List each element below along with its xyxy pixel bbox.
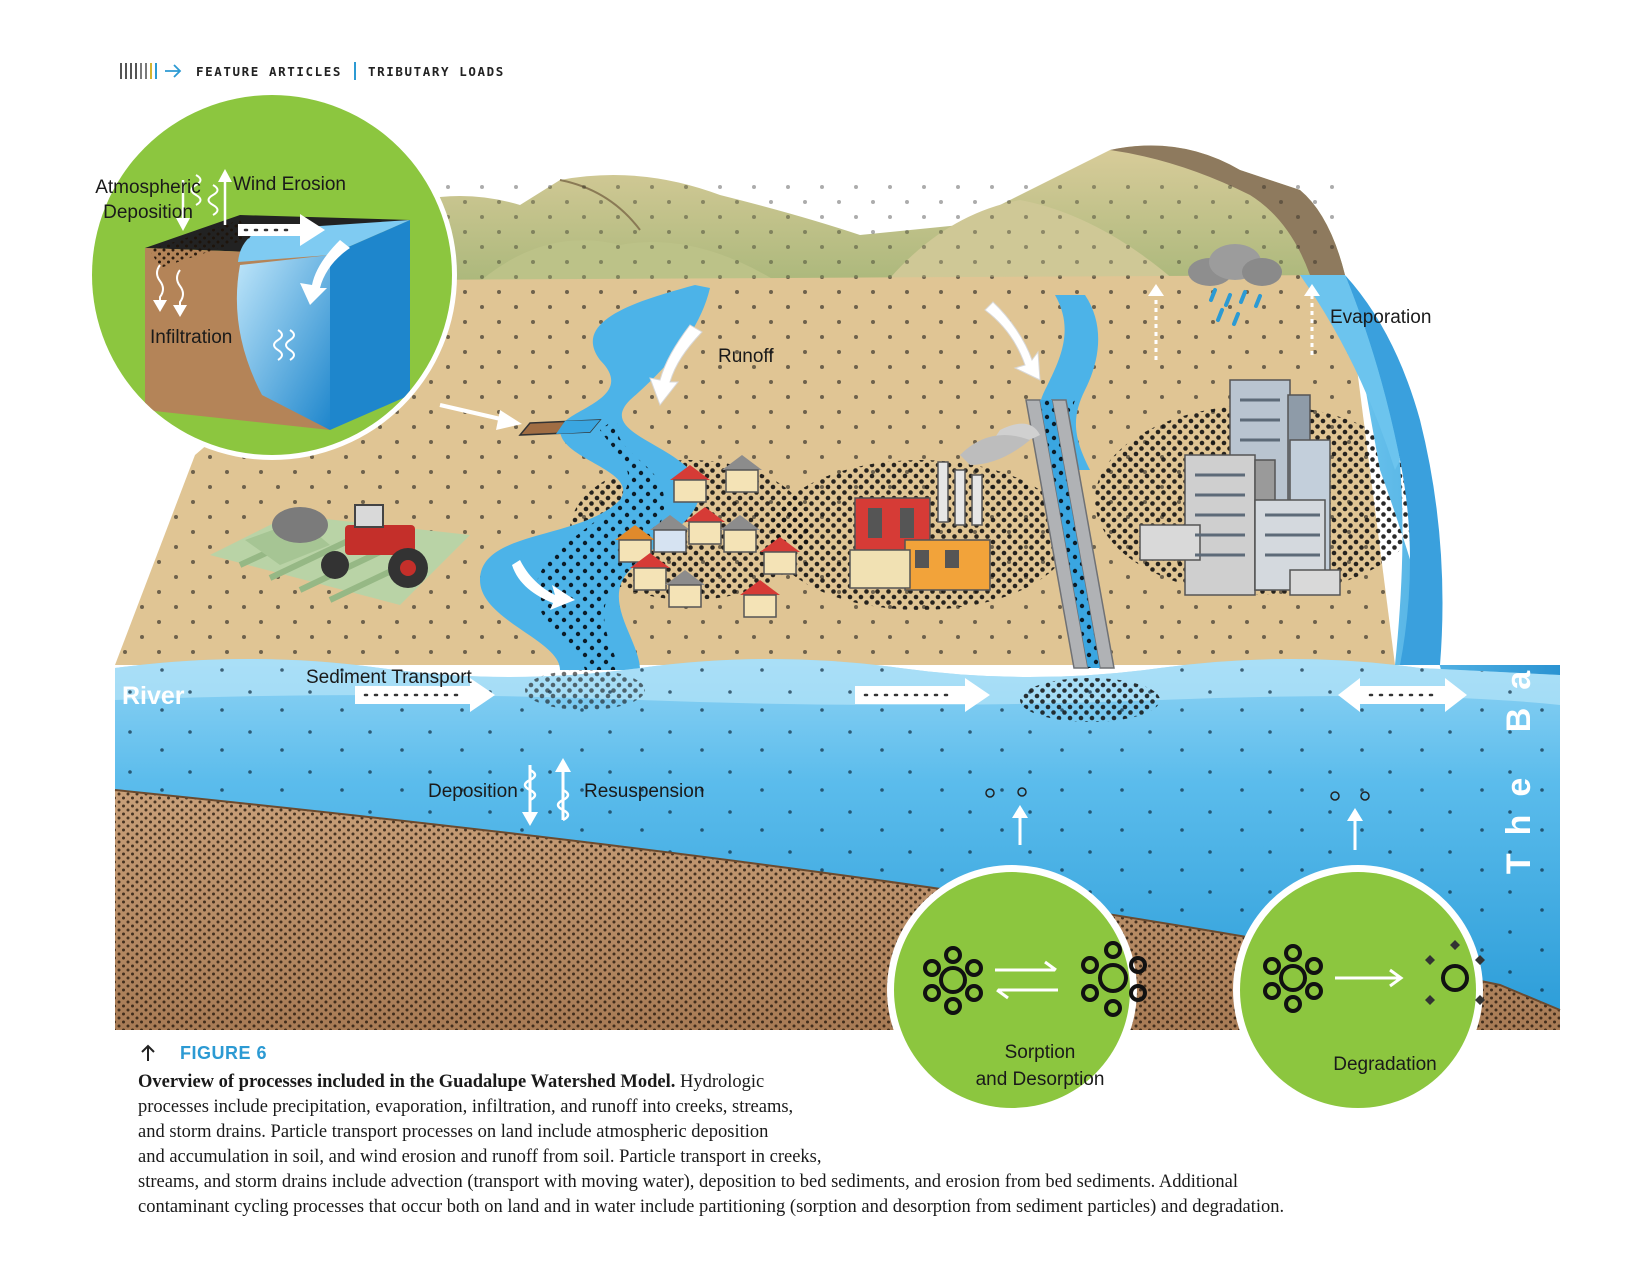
creek-flow-arrow-icon	[512, 560, 575, 610]
runoff-arrow-icon	[649, 324, 703, 407]
label-deposition: Deposition	[428, 781, 518, 802]
small-molecules	[985, 787, 1370, 850]
sediment-transport-arrow-icon	[355, 678, 495, 712]
label-the-bay: The Bay	[1500, 616, 1538, 874]
label-degradation: Degradation	[1333, 1054, 1437, 1075]
label-atmospheric: Atmospheric	[95, 177, 201, 198]
label-runoff: Runoff	[718, 346, 774, 367]
tractor-icon	[272, 504, 428, 588]
degraded-molecule-icon	[1425, 940, 1485, 1005]
label-sorption: Sorption	[1005, 1042, 1076, 1063]
label-wind-erosion: Wind Erosion	[233, 174, 346, 195]
arrow-up-icon	[141, 1044, 155, 1061]
degradation-circle	[1233, 865, 1485, 1115]
river	[115, 659, 1560, 1010]
tick-marks-logo	[120, 62, 160, 80]
caption-line-1: processes include precipitation, evapora…	[138, 1097, 794, 1117]
diagram-labels: Atmospheric Deposition Wind Erosion Infi…	[95, 174, 1538, 1090]
label-desorption: and Desorption	[976, 1069, 1105, 1090]
reversible-arrows-icon	[995, 960, 1058, 1000]
caption-line-0: Hydrologic	[675, 1072, 765, 1092]
molecule-icon	[1263, 944, 1323, 1013]
house-icon	[720, 515, 760, 553]
runoff-arrow-icon	[984, 301, 1041, 381]
header-separator	[354, 62, 357, 80]
label-river: River	[122, 682, 185, 710]
caption-title: Overview of processes included in the Gu…	[138, 1072, 676, 1092]
label-infiltration: Infiltration	[150, 327, 232, 348]
arrow-right-icon	[165, 64, 182, 78]
figure-label-row: FIGURE 6	[138, 1040, 1558, 1066]
factory	[849, 423, 1040, 591]
houses	[615, 455, 800, 618]
tidal-exchange-arrow-icon	[1338, 678, 1467, 712]
deposition-resuspension-arrows	[522, 758, 571, 826]
house-icon	[722, 455, 762, 493]
caption-line-3: and accumulation in soil, and wind erosi…	[138, 1147, 822, 1167]
house-icon	[685, 507, 725, 545]
label-evaporation: Evaporation	[1330, 307, 1431, 328]
rain-cloud-icon	[1188, 244, 1282, 326]
house-icon	[615, 525, 655, 563]
caption-text: Overview of processes included in the Gu…	[138, 1070, 1558, 1220]
caption-line-2: and storm drains. Particle transport pro…	[138, 1122, 769, 1142]
page-header: FEATURE ARTICLES TRIBUTARY LOADS	[120, 61, 505, 81]
label-deposition-inset: Deposition	[103, 202, 193, 223]
mountains	[400, 145, 1345, 290]
molecule-icon	[923, 946, 983, 1015]
soil-water-inset	[87, 90, 457, 460]
caption-line-5: contaminant cycling processes that occur…	[138, 1197, 1285, 1217]
molecule-icon	[1081, 941, 1147, 1017]
label-sediment-transport: Sediment Transport	[306, 667, 473, 688]
figure-label: FIGURE 6	[180, 1042, 268, 1063]
header-section: FEATURE ARTICLES	[196, 63, 343, 79]
storm-drain	[1025, 399, 1115, 669]
inset-pointer-arrow-icon	[439, 403, 602, 436]
header-topic: TRIBUTARY LOADS	[368, 63, 505, 79]
advection-arrow-icon	[855, 678, 990, 712]
city-buildings	[1139, 379, 1341, 596]
caption-line-4: streams, and storm drains include advect…	[138, 1172, 1239, 1192]
house-icon	[630, 553, 670, 591]
house-icon	[760, 537, 800, 575]
sorption-circle	[887, 865, 1147, 1115]
figure-caption: FIGURE 6 Overview of processes included …	[138, 1040, 1558, 1220]
flow-arrows	[355, 284, 1467, 712]
house-icon	[670, 465, 710, 503]
evaporation-arrow-icon	[1148, 284, 1320, 360]
farm-field	[210, 504, 470, 605]
house-icon	[665, 570, 705, 608]
house-icon	[740, 580, 780, 618]
label-resuspension: Resuspension	[584, 781, 704, 802]
house-icon	[650, 515, 690, 553]
arrow-right-icon	[1335, 968, 1404, 988]
